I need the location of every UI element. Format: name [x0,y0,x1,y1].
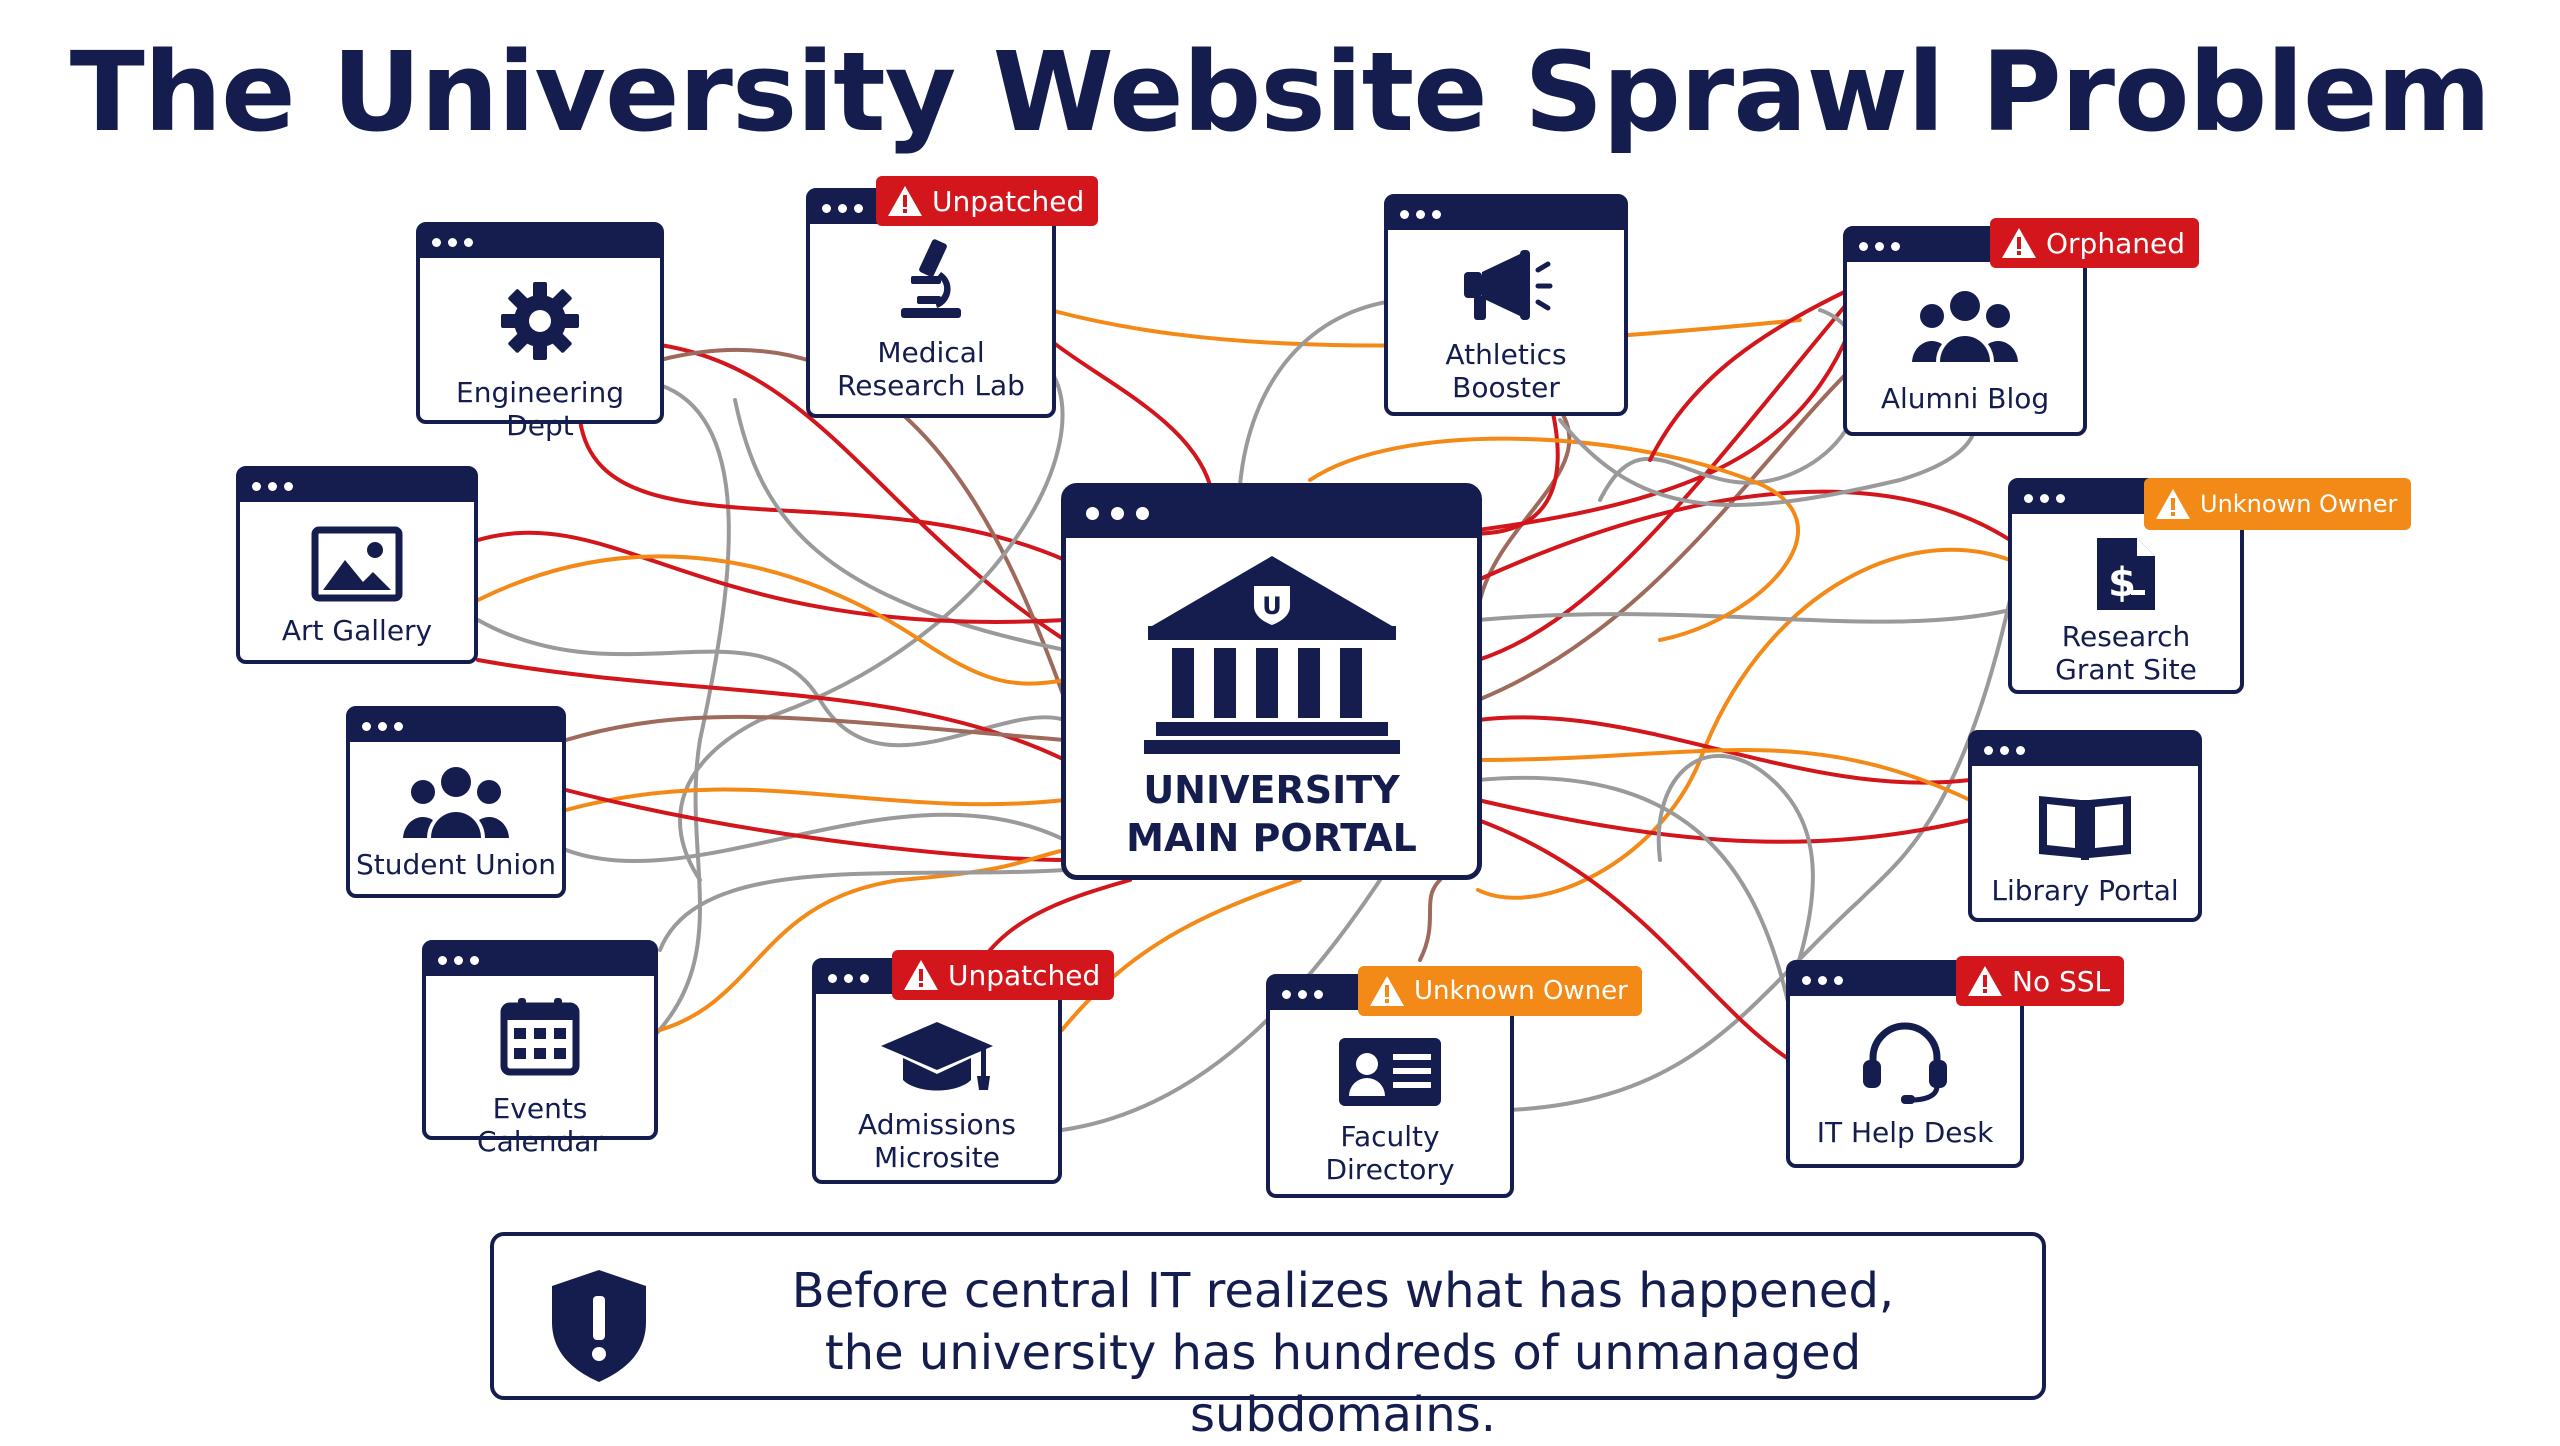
site-label: Student Union [355,848,557,881]
label-line: Booster [1452,371,1560,404]
image-icon [240,526,474,602]
label-line: Athletics [1445,338,1567,371]
warning-icon [2156,489,2190,519]
label-line: Admissions [858,1108,1016,1141]
warning-icon [1370,976,1404,1006]
calendar-icon [426,994,654,1078]
graduation-cap-icon [816,1018,1058,1098]
emblem-letter: U [1262,592,1282,620]
summary-callout: Before central IT realizes what has happ… [490,1232,2046,1443]
site-label: Athletics Booster [1388,338,1624,404]
svg-text:$: $ [2108,560,2136,606]
status-badge: Orphaned [1990,218,2199,268]
callout-line: the university has hundreds of unmanaged… [824,1325,1862,1443]
label-line: Faculty [1340,1120,1440,1153]
label-line: Research Lab [837,369,1025,402]
window-titlebar [1388,198,1624,230]
page-title: The University Website Sprawl Problem [69,28,2492,156]
site-label: Admissions Microsite [816,1108,1058,1174]
warning-icon [1968,966,2002,996]
megaphone-icon [1388,246,1624,326]
status-badge: Unpatched [876,176,1099,226]
site-athletics-window[interactable]: Athletics Booster [1384,194,1628,416]
book-icon [1972,786,2198,866]
warning-icon [904,960,938,990]
site-label: Art Gallery [281,614,433,647]
shield-warning-icon [546,1266,652,1390]
site-label: Library Portal [1991,874,2179,907]
status-badge: Unknown Owner [1358,966,1642,1016]
badge-text: Unknown Owner [2200,490,2398,518]
site-student-window[interactable]: Student Union [346,706,566,898]
status-badge: Unpatched [892,950,1115,1000]
window-titlebar [350,710,562,742]
warning-icon [888,186,922,216]
dollar-document-icon: $ [2012,534,2240,614]
site-label: Engineering Dept [456,376,624,442]
badge-text: Unpatched [948,958,1101,992]
window-titlebar [1066,488,1477,538]
window-titlebar [420,226,660,258]
badge-text: No SSL [2012,964,2111,998]
site-label: Research Grant Site [2012,620,2240,686]
label-line: Medical [877,336,985,369]
badge-text: Unknown Owner [1414,976,1628,1006]
hub-title: UNIVERSITY MAIN PORTAL [1066,766,1477,862]
label-line: Grant Site [2055,653,2197,686]
site-engineering-window[interactable]: Engineering Dept [416,222,664,442]
site-label: Faculty Directory [1270,1120,1510,1186]
site-label: IT Help Desk [1816,1116,1994,1149]
window-titlebar [426,944,654,976]
label-line: Research [2061,620,2191,653]
hub-title-line: UNIVERSITY [1143,768,1400,812]
microscope-icon [810,236,1052,322]
window-titlebar [240,470,474,502]
site-label: Medical Research Lab [810,336,1052,402]
hub-title-line: MAIN PORTAL [1126,816,1417,860]
status-badge: Unknown Owner [2144,478,2412,530]
group-icon [350,762,562,842]
site-label: Alumni Blog [1880,382,2050,415]
site-label: Events Calendar [477,1092,603,1158]
headset-icon [1790,1020,2020,1104]
status-badge: No SSL [1956,956,2125,1006]
window-titlebar [1972,734,2198,766]
badge-text: Unpatched [932,184,1085,218]
group-icon [1847,286,2083,366]
site-events-window[interactable]: Events Calendar [422,940,658,1158]
gear-icon [420,278,660,364]
badge-text: Orphaned [2046,226,2185,260]
site-library-window[interactable]: Library Portal [1968,730,2202,922]
label-line: Directory [1325,1153,1455,1186]
university-building-icon: U [1066,550,1477,760]
warning-icon [2002,228,2036,258]
id-card-icon [1270,1034,1510,1110]
site-art-window[interactable]: Art Gallery [236,466,478,664]
label-line: Microsite [874,1141,1000,1174]
callout-line: Before central IT realizes what has happ… [791,1263,1895,1319]
main-portal-window[interactable]: U UNIVERSITY MAIN PORTAL [1061,483,1482,880]
